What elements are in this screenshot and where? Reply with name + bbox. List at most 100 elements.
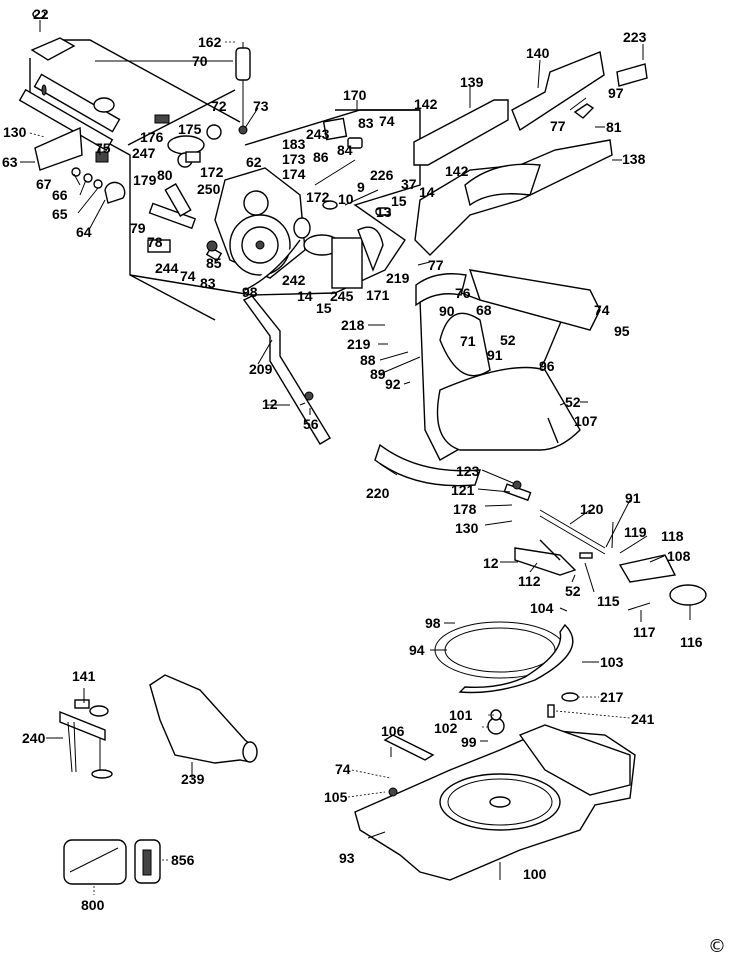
part-label-83: 83 xyxy=(358,115,374,131)
part-label-856: 856 xyxy=(171,852,195,868)
part-label-77: 77 xyxy=(550,118,566,134)
blade-guard xyxy=(374,269,601,487)
part-label-52: 52 xyxy=(565,394,581,410)
part-label-209: 209 xyxy=(249,361,273,377)
part-label-81: 81 xyxy=(606,119,622,135)
part-label-138: 138 xyxy=(622,151,646,167)
part-label-15: 15 xyxy=(316,300,332,316)
part-label-218: 218 xyxy=(341,317,365,333)
part-label-96: 96 xyxy=(539,358,555,374)
part-label-10: 10 xyxy=(338,191,354,207)
part-label-15: 15 xyxy=(391,193,407,209)
part-label-170: 170 xyxy=(343,87,367,103)
part-label-13: 13 xyxy=(376,204,392,220)
part-label-117: 117 xyxy=(633,624,656,640)
part-label-130: 130 xyxy=(455,520,479,536)
part-label-800: 800 xyxy=(81,897,105,913)
part-label-79: 79 xyxy=(130,220,146,236)
part-label-91: 91 xyxy=(487,347,503,363)
part-label-174: 174 xyxy=(282,166,306,182)
part-label-120: 120 xyxy=(580,501,604,517)
part-label-94: 94 xyxy=(409,642,425,658)
part-label-220: 220 xyxy=(366,485,390,501)
part-label-14: 14 xyxy=(419,184,435,200)
part-label-123: 123 xyxy=(456,463,480,479)
part-label-103: 103 xyxy=(600,654,624,670)
part-label-86: 86 xyxy=(313,149,329,165)
part-label-115: 115 xyxy=(597,593,620,609)
part-label-107: 107 xyxy=(574,413,598,429)
part-label-100: 100 xyxy=(523,866,547,882)
part-label-91: 91 xyxy=(625,490,641,506)
part-label-92: 92 xyxy=(385,376,401,392)
part-label-247: 247 xyxy=(132,145,156,161)
part-label-65: 65 xyxy=(52,206,68,222)
part-label-240: 240 xyxy=(22,730,46,746)
part-label-183: 183 xyxy=(282,136,306,152)
part-label-70: 70 xyxy=(192,53,208,69)
part-label-102: 102 xyxy=(434,720,458,736)
part-label-243: 243 xyxy=(306,126,330,142)
part-label-88: 88 xyxy=(360,352,376,368)
part-label-239: 239 xyxy=(181,771,205,787)
base-assembly xyxy=(354,709,636,881)
part-label-73: 73 xyxy=(253,98,269,114)
part-label-140: 140 xyxy=(526,45,550,61)
part-label-104: 104 xyxy=(530,600,554,616)
part-label-22: 22 xyxy=(33,6,49,22)
part-label-226: 226 xyxy=(370,167,394,183)
part-label-52: 52 xyxy=(565,583,581,599)
copyright-symbol: © xyxy=(708,936,726,957)
part-label-106: 106 xyxy=(381,723,405,739)
part-label-9: 9 xyxy=(357,179,365,195)
part-label-12: 12 xyxy=(262,396,278,412)
part-label-108: 108 xyxy=(667,548,691,564)
part-label-74: 74 xyxy=(594,302,610,318)
part-label-76: 76 xyxy=(455,285,471,301)
part-label-63: 63 xyxy=(2,154,18,170)
dust-bag xyxy=(149,674,258,764)
part-label-172: 172 xyxy=(200,164,224,180)
part-label-64: 64 xyxy=(76,224,92,240)
part-label-68: 68 xyxy=(476,302,492,318)
part-label-219: 219 xyxy=(347,336,371,352)
part-label-142: 142 xyxy=(445,163,469,179)
part-label-118: 118 xyxy=(661,528,684,544)
motor-assembly-outline xyxy=(127,89,421,296)
bevel-scales xyxy=(434,621,579,718)
part-label-241: 241 xyxy=(631,711,655,727)
part-label-97: 97 xyxy=(608,85,624,101)
part-label-12: 12 xyxy=(483,555,499,571)
part-label-66: 66 xyxy=(52,187,68,203)
part-label-242: 242 xyxy=(282,272,306,288)
part-label-217: 217 xyxy=(600,689,624,705)
part-label-74: 74 xyxy=(335,761,351,777)
part-label-105: 105 xyxy=(324,789,348,805)
part-label-112: 112 xyxy=(518,573,541,589)
part-label-93: 93 xyxy=(339,850,355,866)
part-label-78: 78 xyxy=(147,234,163,250)
part-label-84: 84 xyxy=(337,142,353,158)
motor-housing xyxy=(214,167,306,291)
part-label-95: 95 xyxy=(614,323,630,339)
part-label-250: 250 xyxy=(197,181,221,197)
part-label-171: 171 xyxy=(366,287,390,303)
part-label-83: 83 xyxy=(200,275,216,291)
part-label-139: 139 xyxy=(460,74,484,90)
part-label-116: 116 xyxy=(680,634,703,650)
part-label-37: 37 xyxy=(401,176,417,192)
part-label-244: 244 xyxy=(155,260,179,276)
part-label-85: 85 xyxy=(206,255,222,271)
part-label-71: 71 xyxy=(460,333,476,349)
rail-assembly xyxy=(18,11,241,321)
part-label-99: 99 xyxy=(461,734,477,750)
part-label-101: 101 xyxy=(449,707,473,723)
part-label-219: 219 xyxy=(386,270,410,286)
part-label-72: 72 xyxy=(211,98,227,114)
part-label-142: 142 xyxy=(414,96,438,112)
part-label-172: 172 xyxy=(306,189,330,205)
part-label-62: 62 xyxy=(246,154,262,170)
part-label-175: 175 xyxy=(178,121,202,137)
part-label-141: 141 xyxy=(72,668,96,684)
